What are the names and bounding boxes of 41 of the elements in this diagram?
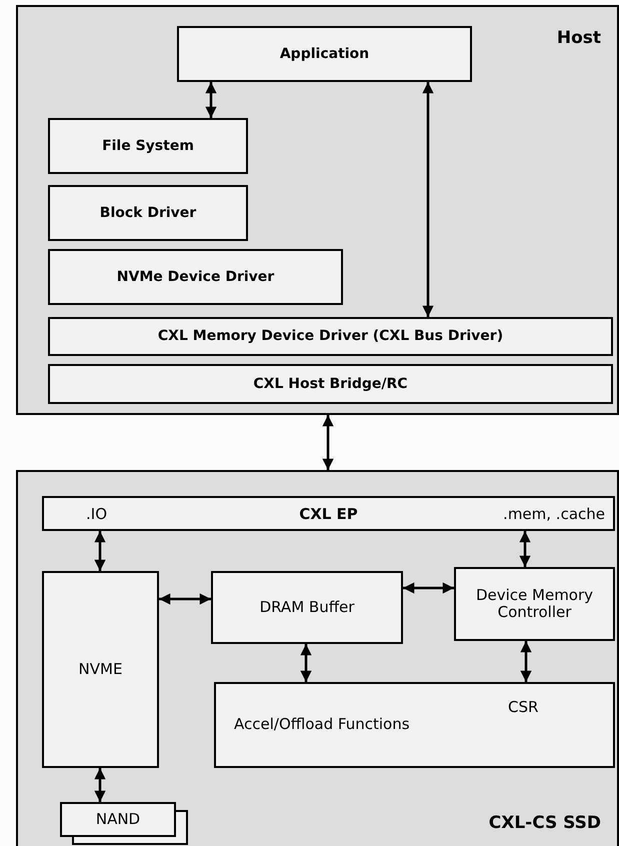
- component-box: [48, 364, 613, 404]
- host-panel: [16, 5, 619, 415]
- component-box: [42, 571, 159, 768]
- box-label: CXL Memory Device Driver (CXL Bus Driver): [158, 328, 504, 345]
- connector-arrow: [422, 82, 434, 317]
- stacked-box: [60, 802, 176, 837]
- connector-arrow: [159, 593, 211, 605]
- box-label: NVMe Device Driver: [116, 268, 274, 286]
- component-box: [48, 118, 248, 174]
- box-label: Block Driver: [100, 204, 196, 222]
- box-label: DRAM Buffer: [260, 598, 354, 616]
- box-label: Application: [280, 46, 370, 62]
- section-title: Host: [556, 29, 601, 49]
- component-box: [48, 185, 248, 241]
- box-label: .IO: [86, 506, 107, 524]
- connector-arrow: [403, 582, 454, 594]
- component-box: [48, 317, 613, 356]
- connector-arrow: [520, 641, 532, 682]
- section-title: CXL-CS SSD: [488, 814, 601, 834]
- component-box: [42, 496, 615, 531]
- box-label: Accel/Offload Functions: [234, 716, 410, 734]
- box-label: CXL EP: [299, 506, 358, 524]
- component-box: [48, 249, 343, 305]
- device-panel: [16, 470, 619, 846]
- connector-arrow: [205, 82, 217, 118]
- connector-arrow: [519, 531, 531, 567]
- box-label: CSR: [508, 699, 538, 716]
- connector-arrow: [94, 531, 106, 571]
- box-label: .mem, .cache: [503, 506, 605, 524]
- component-box: [214, 682, 615, 768]
- box-label: NAND: [96, 810, 140, 828]
- connector-arrow: [94, 768, 106, 802]
- box-label: File System: [102, 138, 194, 154]
- connector-arrow: [300, 644, 312, 682]
- component-box: [454, 567, 615, 641]
- box-label: Device Memory Controller: [474, 586, 594, 622]
- box-label: CXL Host Bridge/RC: [253, 376, 408, 392]
- box-label: NVME: [78, 660, 122, 678]
- connector-arrow: [322, 415, 334, 470]
- component-box: [177, 26, 472, 82]
- component-box: [211, 571, 403, 644]
